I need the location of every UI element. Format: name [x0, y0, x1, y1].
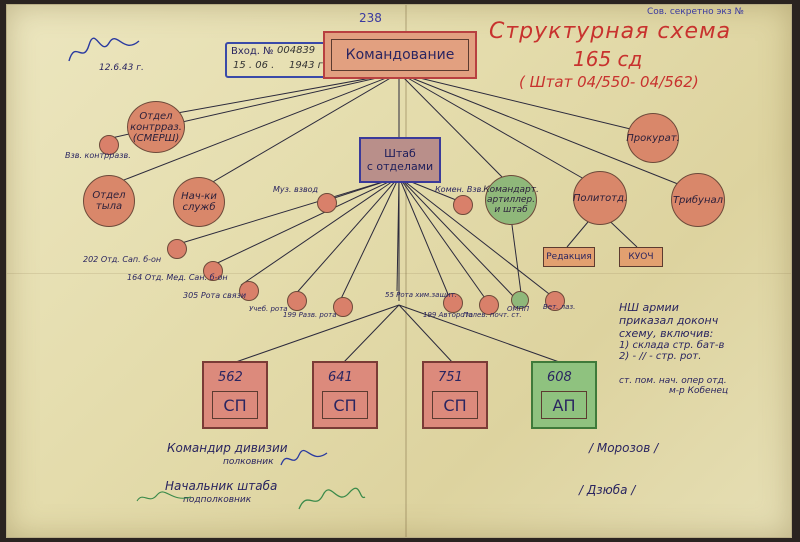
sapper-bn-dot [167, 239, 187, 259]
secrecy-note: Сов. секретно экз № [647, 7, 744, 17]
vet-lazaret-dot [545, 291, 565, 311]
regiment-type: СП [322, 391, 368, 419]
regiment-751: 751 СП [422, 361, 488, 429]
stamp-number: 004839 [277, 45, 316, 56]
vet-dot [479, 295, 499, 315]
regiment-562: 562 СП [202, 361, 268, 429]
chief-of-staff-rank: подполковник [183, 495, 252, 505]
incoming-stamp: Вход. № 004839 15 . 06 . 1943 г. [225, 42, 327, 78]
command-box: Командование [323, 31, 477, 79]
signal-co-label: 305 Рота связи [183, 291, 247, 300]
commandant-platoon-label: Комен. Взв. [435, 185, 484, 194]
division-commander-rank: полковник [223, 457, 274, 467]
staff-label: Штаб [384, 147, 416, 160]
regiment-number: 608 [547, 370, 572, 385]
commander-name: / Морозов / [589, 441, 659, 455]
music-platoon-dot [317, 193, 337, 213]
opp-dot [511, 291, 529, 309]
document-number: 238 [359, 11, 382, 25]
stamp-year: 1943 г. [289, 60, 327, 71]
note-line: ст. пом. нач. опер отд. [619, 376, 727, 386]
chief-signature [298, 487, 366, 510]
music-platoon-label: Муз. взвод [273, 185, 319, 194]
staff-sublabel: с отделами [366, 160, 434, 173]
medical-bn-dot [203, 261, 223, 281]
prosecutor-node: Прокурат. [626, 113, 680, 163]
note-line: 2) - // - стр. рот. [619, 351, 702, 362]
field-post-label: Полев. почт. ст. [463, 311, 522, 319]
kuo-box: КУОЧ [619, 247, 663, 267]
cr-platoon-dot [99, 135, 119, 155]
opp-label: ОМПП [507, 305, 530, 313]
signal-co-dot [239, 281, 259, 301]
handwritten-note: НШ армии приказал доконч схему, включив:… [619, 301, 789, 396]
chief-of-staff-title: Начальник штаба [165, 479, 278, 493]
title-line-3: ( Штат 04/550- 04/562) [519, 73, 699, 91]
signature-date: 12.6.43 г. [99, 63, 144, 73]
title-line-1: Структурная схема [489, 19, 732, 44]
document-sheet: 238 Сов. секретно экз № Структурная схем… [6, 4, 792, 538]
chem-co-label: 55 Рота хим.защит. [385, 291, 457, 299]
note-line: 1) склада стр. бат-в [619, 340, 725, 351]
cr-platoon-label: Взв. контрразв. [65, 151, 131, 160]
note-line: приказал доконч [619, 314, 719, 327]
vet-lazaret-label: Вет. лаз. [543, 303, 576, 311]
chief-name: / Дзюба / [579, 483, 636, 497]
regiment-number: 751 [438, 370, 463, 385]
training-co-dot [333, 297, 353, 317]
auto-co-label: 199 Авторота [423, 311, 473, 319]
regiment-number: 562 [218, 370, 243, 385]
division-commander-title: Командир дивизии [167, 441, 288, 455]
tribunal-node: Трибунал [671, 173, 725, 227]
commandant-platoon-dot [453, 195, 473, 215]
recon-co-dot [287, 291, 307, 311]
regiment-type: АП [541, 391, 587, 419]
commander-signature [280, 449, 328, 466]
staff-box: Штаб с отделами [359, 137, 441, 183]
sapper-bn-label: 202 Отд. Сап. б-он [83, 255, 162, 264]
green-initials [136, 491, 192, 502]
artillery-command-node: Командарт.артиллер.и штаб [483, 175, 539, 225]
note-line: схему, включив: [619, 327, 714, 340]
regiment-608: 608 АП [531, 361, 597, 429]
medical-bn-label: 164 Отд. Мед. Сан. б-он [127, 273, 228, 282]
training-co-label: Учеб. рота [249, 305, 288, 313]
fold-line [405, 5, 407, 537]
regiment-type: СП [432, 391, 478, 419]
stamp-date: 15 . 06 . [233, 60, 275, 71]
note-line: НШ армии [619, 301, 679, 314]
title-line-2: 165 сд [573, 47, 643, 71]
regiment-641: 641 СП [312, 361, 378, 429]
signature-top [68, 37, 140, 62]
political-department-node: Политотд. [573, 171, 627, 225]
regiment-number: 641 [328, 370, 353, 385]
command-label: Командование [331, 39, 469, 71]
auto-co-dot [443, 293, 463, 313]
editorial-box: Редакция [543, 247, 595, 267]
recon-co-label: 199 Разв. рота [283, 311, 337, 319]
stamp-label: Вход. № [231, 46, 274, 57]
regiment-type: СП [212, 391, 258, 419]
note-line: м-р Кобенец [669, 386, 729, 396]
